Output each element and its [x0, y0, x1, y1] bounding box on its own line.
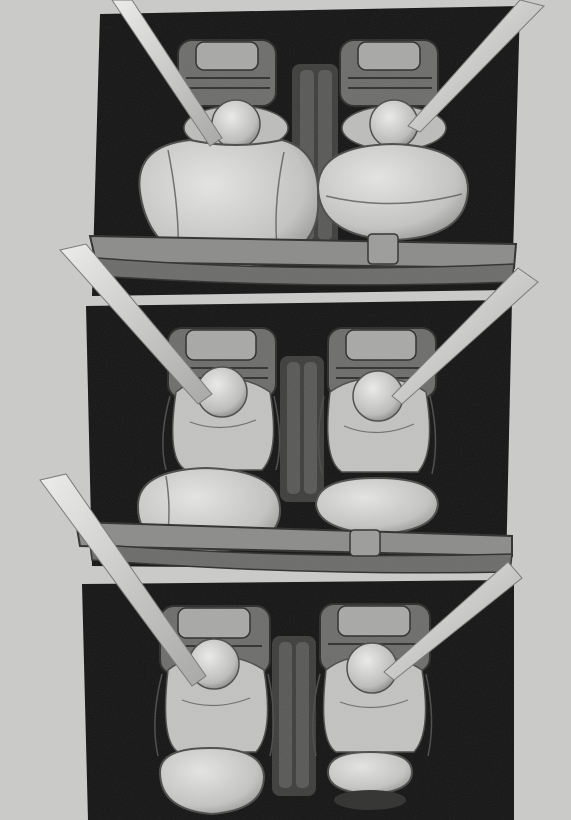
illustration-svg — [0, 0, 571, 820]
airbag-illustration — [0, 0, 571, 820]
grain-overlay — [0, 0, 571, 820]
